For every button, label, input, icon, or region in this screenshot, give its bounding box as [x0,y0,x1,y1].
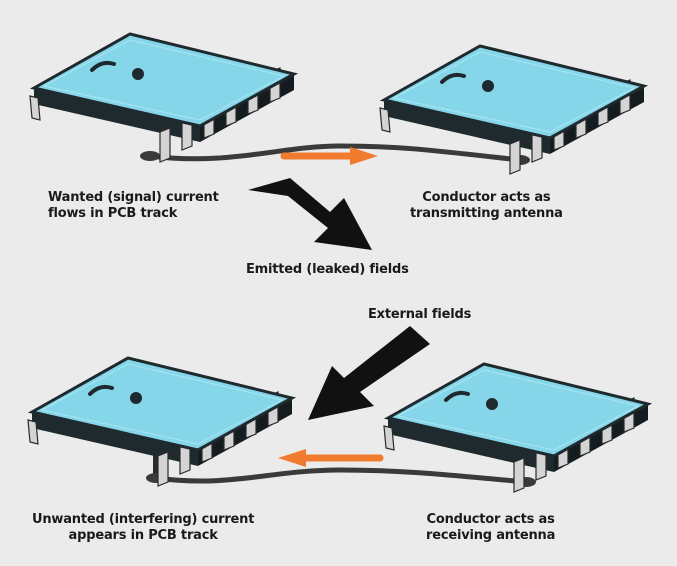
caption-interfering-current: Unwanted (interfering) current appears i… [32,512,255,543]
caption-signal-current: Wanted (signal) current flows in PCB tra… [48,190,219,221]
pcb-track-bottom [155,467,527,485]
caption-transmitting-antenna: Conductor acts as transmitting antenna [410,190,563,221]
orange-arrow-icon [278,449,384,467]
ic-chip-icon [26,356,294,488]
caption-external-fields: External fields [368,307,472,322]
orange-arrow-icon [280,147,378,165]
pcb-track-top [149,143,521,163]
ic-chip-icon [378,44,646,176]
black-arrow-icon [248,178,372,250]
caption-receiving-antenna: Conductor acts as receiving antenna [426,512,556,543]
black-arrow-icon [308,326,430,420]
ic-chip-icon [28,32,296,164]
caption-emitted-fields: Emitted (leaked) fields [246,262,409,277]
